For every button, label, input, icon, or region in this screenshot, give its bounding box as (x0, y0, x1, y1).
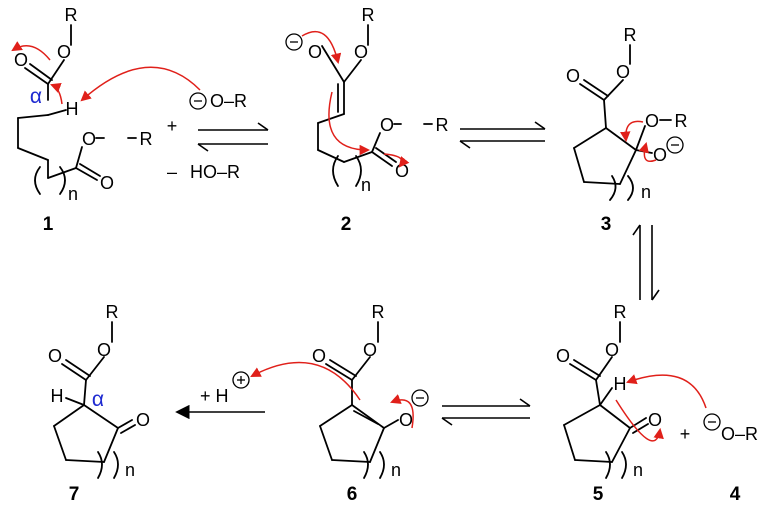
oxyanion-oxygen: O (653, 145, 667, 165)
r-group-label: R (372, 302, 385, 322)
compound-number: 4 (730, 484, 741, 505)
alpha-label: α (92, 388, 104, 411)
compound-number: 5 (593, 484, 604, 505)
compound-number: 6 (347, 484, 358, 505)
compound-1-bonds (17, 24, 137, 195)
compound-2-bonds (317, 24, 433, 187)
compound-6: R O O O n 6 (250, 302, 429, 505)
ester-oxygen: O (380, 115, 394, 135)
electron-push-arrow (250, 361, 361, 401)
r-group-label: R (362, 5, 375, 25)
equilibrium-6-5 (441, 398, 531, 426)
ketone-oxygen: O (648, 410, 662, 430)
enolate-oxygen: O (399, 410, 413, 430)
electron-push-arrow (615, 399, 664, 442)
compound-number: 2 (341, 214, 352, 235)
electron-push-arrow (301, 30, 342, 65)
compound-4: + O–R 4 (680, 413, 758, 505)
carbonyl-oxygen: O (312, 346, 326, 366)
electron-push-arrow (638, 141, 657, 162)
compound-1: R O O α H O R O n 1 (11, 5, 153, 235)
r-group-label: R (614, 302, 627, 322)
chain-length-n: n (633, 460, 643, 480)
chain-length-n: n (125, 460, 135, 480)
protonation-step: + H (175, 371, 265, 420)
compound-2: R O O O R O n 2 (285, 5, 449, 235)
compound-5-bonds (563, 321, 649, 479)
electron-push-arrow (390, 394, 414, 429)
electron-push-arrow (620, 120, 644, 143)
enolate-oxygen: O (308, 42, 322, 62)
alkoxy-oxygen: O (645, 111, 659, 131)
r-group-label: R (436, 115, 449, 135)
compound-3: R O O O R O n 3 (566, 25, 688, 235)
ketone-oxygen: O (136, 410, 150, 430)
minus-sign: – (167, 162, 177, 182)
equilibrium-2-3 (459, 121, 546, 149)
compound-7: R O O H α O n 7 (48, 302, 150, 505)
carbonyl-oxygen: O (48, 346, 62, 366)
r-group-label: R (675, 111, 688, 131)
equilibrium-1-2: + – HO–R (167, 116, 269, 182)
electron-push-arrow (50, 83, 63, 105)
electron-push-arrow (328, 91, 371, 156)
alkoxide-label: O–R (721, 424, 758, 444)
compound-5: R O O H O n 5 (556, 302, 707, 505)
ester-oxygen: O (354, 42, 368, 62)
r-group-label: R (106, 302, 119, 322)
byproduct-label: HO–R (190, 162, 240, 182)
compound-number: 7 (69, 484, 80, 505)
chain-length-n: n (391, 460, 401, 480)
proton-label: + H (200, 386, 229, 406)
plus-sign: + (680, 424, 691, 444)
ester-oxygen: O (57, 42, 71, 62)
carbonyl-oxygen: O (100, 173, 114, 193)
ester-oxygen: O (82, 129, 96, 149)
plus-sign: + (167, 116, 178, 136)
ester-oxygen: O (605, 340, 619, 360)
electron-push-arrow (11, 41, 51, 61)
chain-length-n: n (68, 184, 78, 204)
ester-oxygen: O (616, 62, 630, 82)
chain-length-n: n (361, 175, 371, 195)
carbonyl-oxygen: O (556, 346, 570, 366)
carbonyl-oxygen: O (566, 66, 580, 86)
acidic-hydrogen: H (614, 374, 627, 394)
compound-number: 3 (601, 214, 612, 235)
r-group-label: R (140, 129, 153, 149)
equilibrium-3-5 (632, 224, 660, 301)
chain-length-n: n (641, 182, 651, 202)
compound-6-bonds (319, 321, 399, 479)
compound-7-bonds (53, 321, 136, 479)
alkoxide-label: O–R (210, 91, 247, 111)
alpha-hydrogen: H (66, 99, 79, 119)
compound-number: 1 (43, 214, 54, 235)
alpha-label: α (30, 85, 42, 108)
r-group-label: R (624, 25, 637, 45)
r-group-label: R (65, 5, 78, 25)
ester-oxygen: O (363, 340, 377, 360)
alkoxide-base-1: O–R (80, 66, 247, 111)
alpha-hydrogen: H (51, 386, 64, 406)
ester-oxygen: O (97, 340, 111, 360)
electron-push-arrow (626, 374, 707, 409)
electron-push-arrow (383, 153, 410, 168)
electron-push-arrow (80, 66, 201, 102)
carbonyl-oxygen: O (14, 50, 28, 70)
